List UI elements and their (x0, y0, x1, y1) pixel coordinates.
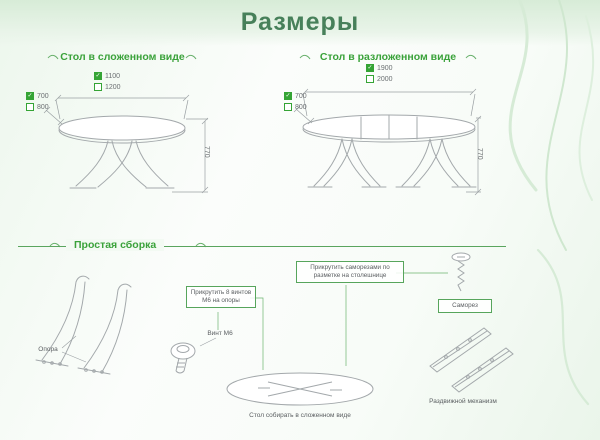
support-legs-drawing (35, 275, 132, 375)
option-label: 2000 (377, 75, 393, 83)
option-label: 1900 (377, 64, 393, 72)
unfolded-depth-option-2: 800 (284, 103, 307, 111)
page-title: Размеры (240, 8, 360, 36)
folded-section-heading: Стол в сложенном виде (60, 51, 185, 63)
bolt-label: Винт М6 (207, 330, 233, 337)
section-divider (18, 246, 506, 247)
folded-width-option-2: 1200 (94, 83, 121, 91)
fold-assembly-note: Стол собирать в сложенном виде (249, 412, 351, 419)
checkbox-checked-icon: ✓ (366, 64, 374, 72)
folded-depth-option-1: ✓ 700 (26, 92, 49, 100)
folded-width-option-1: ✓ 1100 (94, 72, 120, 80)
sliding-mechanism-drawing (429, 327, 514, 393)
unfolded-depth-option-1: ✓ 700 (284, 92, 307, 100)
unfolded-width-option-2: 2000 (366, 75, 393, 83)
self-tapping-screw-drawing (451, 252, 471, 292)
checkbox-checked-icon: ✓ (94, 72, 102, 80)
checkbox-unchecked-icon (284, 103, 292, 111)
option-label: 800 (37, 103, 49, 111)
tabletop-underside-drawing (226, 372, 374, 406)
bolt-drawing (170, 342, 196, 374)
option-label: 800 (295, 103, 307, 111)
tabletop-instruction-box: Прикрутить саморезами по разметке на сто… (296, 261, 404, 284)
checkbox-unchecked-icon (26, 103, 34, 111)
bolt-pointer-line (199, 337, 217, 347)
unfolded-height-dimension: 770 (476, 148, 483, 160)
option-label: 1100 (105, 72, 121, 80)
unfolded-table-drawing (302, 114, 477, 188)
folded-dimension-lines (43, 94, 209, 194)
support-label: Опора (38, 346, 58, 353)
folded-depth-option-2: 800 (26, 103, 49, 111)
checkbox-checked-icon: ✓ (284, 92, 292, 100)
bolt-instruction-box: Прикрутить 8 винтов М6 на опоры (186, 286, 256, 309)
option-label: 1200 (105, 83, 121, 91)
unfolded-dimension-lines (293, 88, 482, 196)
unfolded-section-heading: Стол в разложенном виде (319, 51, 457, 63)
mechanism-label: Раздвижной механизм (429, 398, 497, 405)
self-tapping-screw-label-box: Саморез (438, 299, 492, 314)
folded-table-drawing (58, 115, 186, 189)
unfolded-width-option-1: ✓ 1900 (366, 64, 393, 72)
option-label: 700 (37, 92, 49, 100)
checkbox-unchecked-icon (366, 75, 374, 83)
decorative-swirls-icon (508, 0, 595, 406)
folded-height-dimension: 770 (203, 146, 210, 158)
checkbox-checked-icon: ✓ (26, 92, 34, 100)
checkbox-unchecked-icon (94, 83, 102, 91)
header-band (0, 0, 600, 46)
option-label: 700 (295, 92, 307, 100)
assembly-section-heading: Простая сборка (66, 239, 165, 251)
